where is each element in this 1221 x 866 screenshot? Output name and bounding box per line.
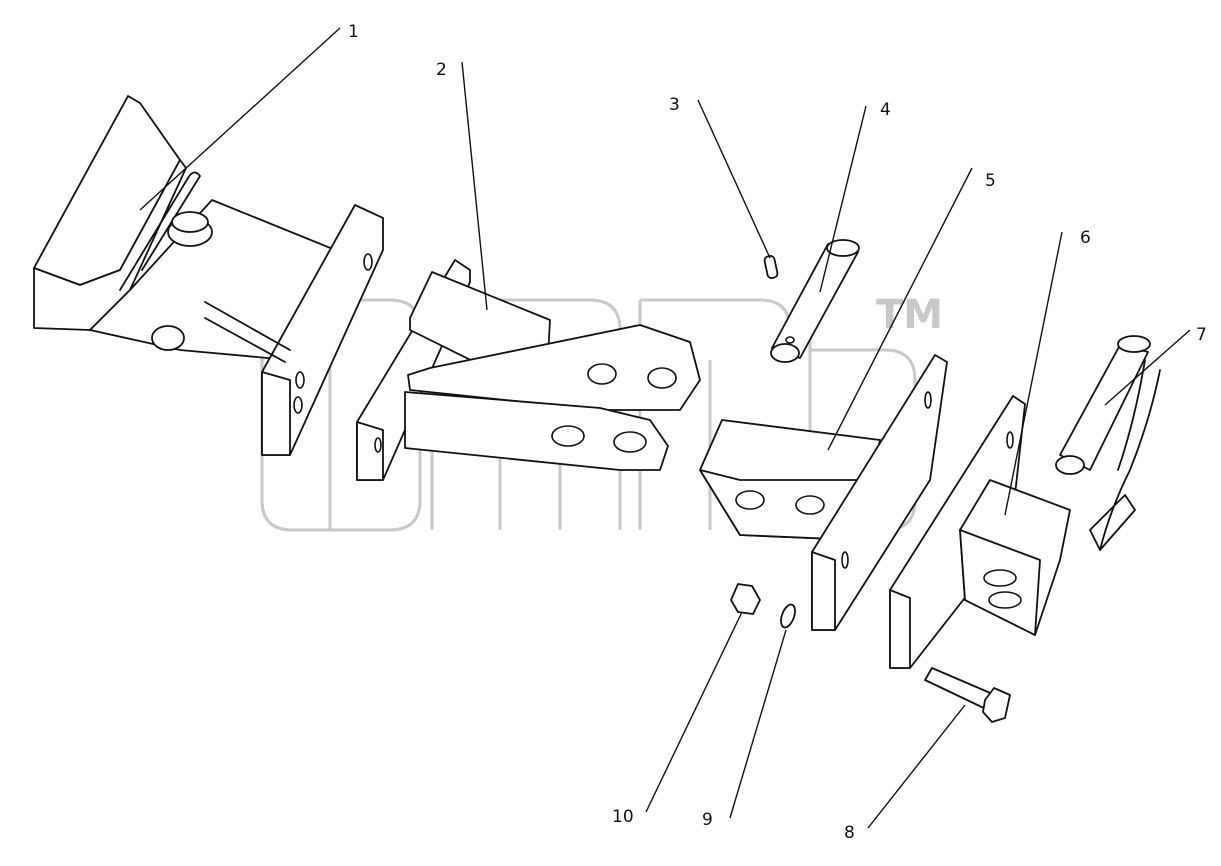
trademark-symbol: TM [876, 292, 943, 338]
callout-4: 4 [880, 100, 891, 120]
part-1-bracket [33, 95, 384, 456]
part-10-nut [730, 583, 761, 615]
part-5-drawbar-plate [699, 354, 948, 631]
callout-8: 8 [844, 823, 855, 843]
callout-3: 3 [669, 95, 680, 115]
callout-5: 5 [985, 171, 996, 191]
part-3-spring-pin [763, 255, 779, 279]
callout-labels: 1 2 3 4 5 6 7 8 9 10 [348, 22, 1207, 843]
part-4-clevis-pin [770, 239, 860, 363]
callout-10: 10 [612, 807, 634, 827]
part-8-bolt [924, 667, 1011, 723]
part-2-hinge-link [356, 259, 701, 481]
callout-2: 2 [436, 60, 447, 80]
part-9-washer [780, 603, 796, 629]
callout-6: 6 [1080, 228, 1091, 248]
callout-7: 7 [1196, 325, 1207, 345]
part-6-hitch-block [889, 395, 1071, 669]
leader-lines [139, 27, 1191, 829]
callout-9: 9 [702, 810, 713, 830]
callout-1: 1 [348, 22, 359, 42]
part-7-lynch-pin [1055, 335, 1161, 551]
